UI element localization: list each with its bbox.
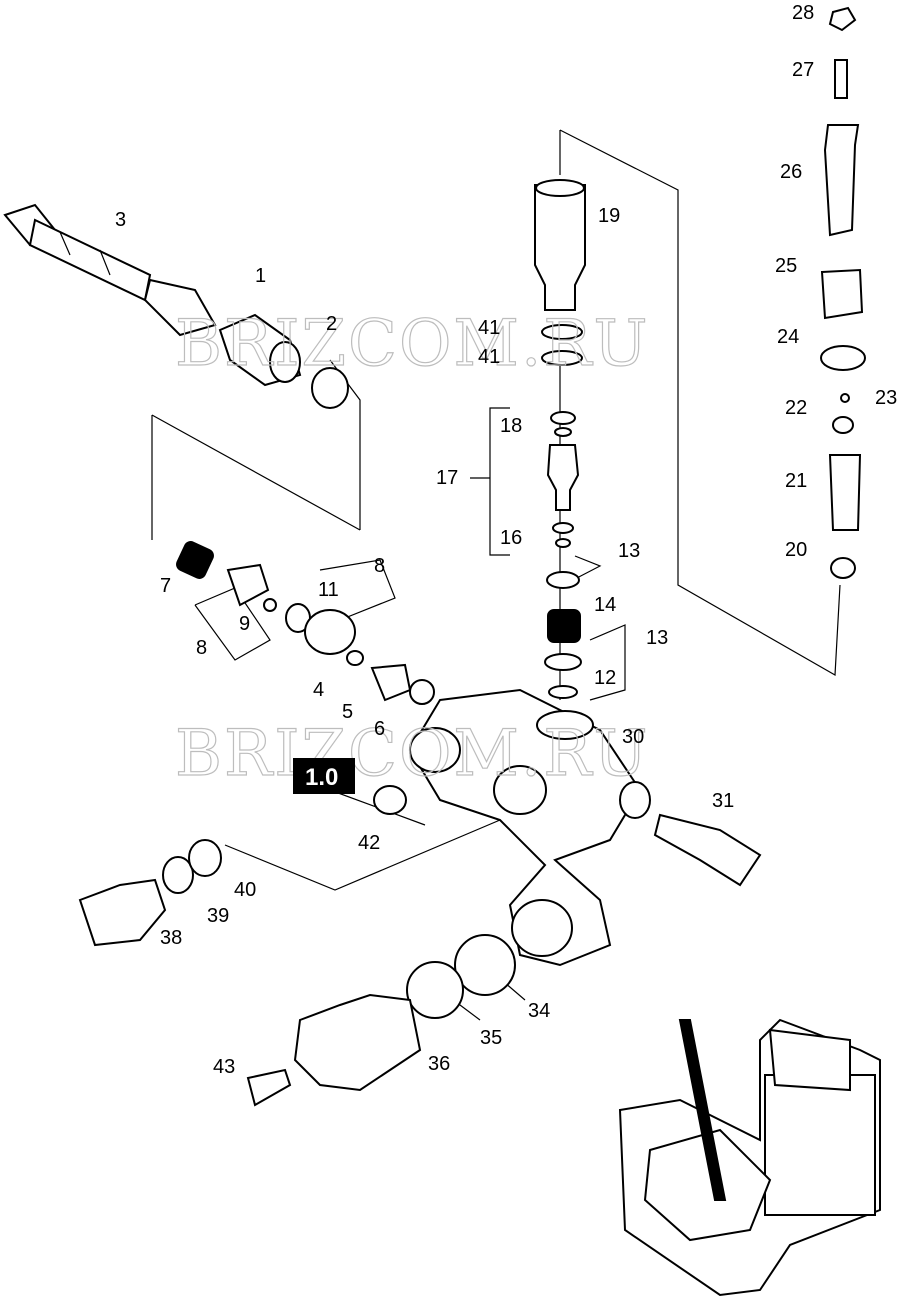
callout-labels: 1 2 3 4 5 6 7 8 8 9 11 12 13 13 14 16 17… [115,2,897,1078]
callout: 25 [775,255,797,277]
bottom-cap-group [246,934,516,1107]
callout: 11 [318,579,339,601]
left-valve-group [176,541,435,705]
callout: 43 [213,1056,235,1078]
callout: 31 [712,790,734,812]
callout: 19 [598,205,620,227]
machine-overview-inset [618,1018,881,1297]
callout: 39 [207,905,229,927]
callout: 2 [326,313,337,335]
callout: 36 [428,1053,450,1075]
watermark-top: BRIZCOM.RU [175,307,649,381]
callout: 17 [436,467,458,489]
valve-body [408,688,651,967]
callout: 16 [500,527,522,549]
callout: 20 [785,539,807,561]
spring-seat-group [544,571,582,699]
callout: 18 [500,415,522,437]
section-badge: 1.0 [293,758,355,794]
callout: 41 [478,346,500,368]
callout: 12 [594,667,616,689]
callout: 35 [480,1027,502,1049]
callout: 5 [342,701,353,723]
callout: 22 [785,397,807,419]
watermark-middle: BRIZCOM.RU [175,717,649,791]
callout: 13 [618,540,640,562]
hose-assembly [3,203,217,337]
plugs [373,785,762,887]
callout: 23 [875,387,897,409]
callout: 30 [622,726,644,748]
callout: 21 [785,470,807,492]
callout: 6 [374,718,385,740]
callout: 14 [594,594,616,616]
callout: 3 [115,209,126,231]
callout: 26 [780,161,802,183]
nipple-fitting [218,313,349,409]
callout: 9 [239,613,250,635]
svg-text:1.0: 1.0 [305,764,338,791]
bottom-left-cap [78,839,222,947]
callout: 42 [358,832,380,854]
callout: 40 [234,879,256,901]
callout: 13 [646,627,668,649]
callout: 8 [374,555,385,577]
callout: 8 [196,637,207,659]
callout: 4 [313,679,324,701]
callout: 27 [792,59,814,81]
right-column-parts [820,6,866,579]
callout: 7 [160,575,171,597]
valve-core-stack [534,179,586,548]
callout: 34 [528,1000,550,1022]
callout: 41 [478,317,500,339]
callout: 38 [160,927,182,949]
callout: 28 [792,2,814,24]
callout: 1 [255,265,266,287]
callout: 24 [777,326,799,348]
